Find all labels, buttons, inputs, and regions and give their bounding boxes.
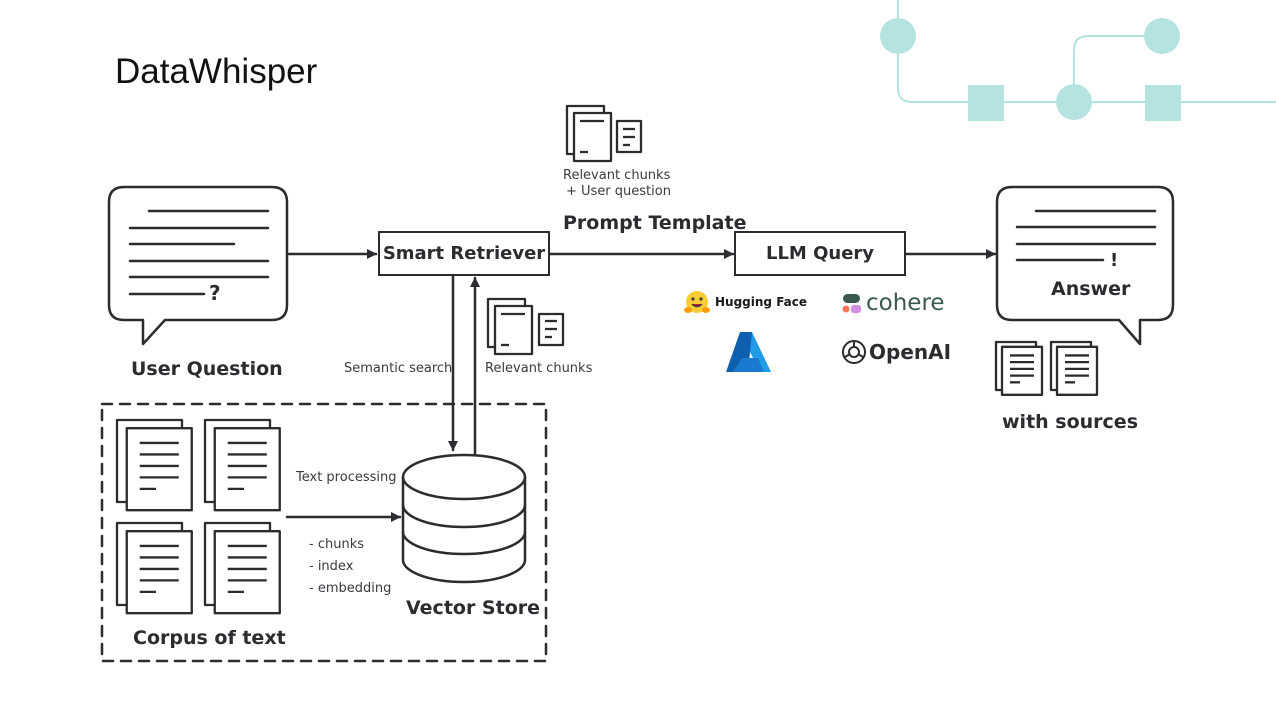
prompt-template-label: Prompt Template	[563, 212, 747, 234]
azure-icon	[726, 332, 771, 372]
vector-store-label: Vector Store	[406, 597, 541, 619]
cohere-name: cohere	[866, 290, 945, 316]
llm-query-label: LLM Query	[765, 243, 875, 264]
decor-circle	[880, 18, 916, 54]
prompt-caption-line2: + User question	[566, 184, 671, 199]
page-title: DataWhisper	[115, 52, 318, 91]
question-mark-glyph: ?	[209, 281, 221, 305]
step-embedding: - embedding	[309, 581, 392, 596]
corpus-label: Corpus of text	[133, 627, 286, 649]
relevant-chunks-icon	[486, 297, 565, 356]
relevant-chunks-label: Relevant chunks	[485, 361, 593, 376]
exclamation-glyph: !	[1110, 250, 1119, 271]
prompt-docs-icon	[565, 104, 643, 163]
user-question-bubble	[107, 185, 289, 346]
openai-icon	[842, 340, 866, 364]
user-question-lines	[128, 209, 270, 296]
decor-circle	[1144, 18, 1180, 54]
corpus-doc-icon	[115, 418, 193, 512]
semantic-search-label: Semantic search	[344, 361, 453, 376]
hugging-face-name: Hugging Face	[715, 295, 808, 309]
hugging-face-icon	[684, 291, 710, 313]
with-sources-label: with sources	[1002, 411, 1139, 433]
decor-circle	[1056, 84, 1092, 120]
user-question-label: User Question	[131, 358, 283, 380]
decor-square	[968, 85, 1004, 121]
vector-store-icon	[401, 453, 527, 584]
corpus-doc-icon	[203, 521, 281, 615]
answer-label: Answer	[1051, 278, 1131, 300]
answer-lines	[1015, 209, 1157, 262]
answer-bubble	[995, 185, 1175, 346]
prompt-caption-line1: Relevant chunks	[563, 168, 671, 183]
smart-retriever-node: Smart Retriever	[378, 231, 550, 276]
source-doc-icon	[1049, 340, 1099, 396]
openai-name: OpenAI	[869, 340, 952, 364]
corpus-frame	[100, 402, 548, 663]
corpus-doc-icon	[115, 521, 193, 615]
smart-retriever-label: Smart Retriever	[382, 243, 546, 264]
corpus-doc-icon	[203, 418, 281, 512]
step-chunks: - chunks	[309, 537, 364, 552]
llm-query-node: LLM Query	[734, 231, 906, 276]
source-doc-icon	[994, 340, 1044, 396]
step-index: - index	[309, 559, 354, 574]
text-processing-label: Text processing	[296, 470, 397, 485]
decor-square	[1145, 85, 1181, 121]
cohere-icon	[842, 294, 861, 313]
